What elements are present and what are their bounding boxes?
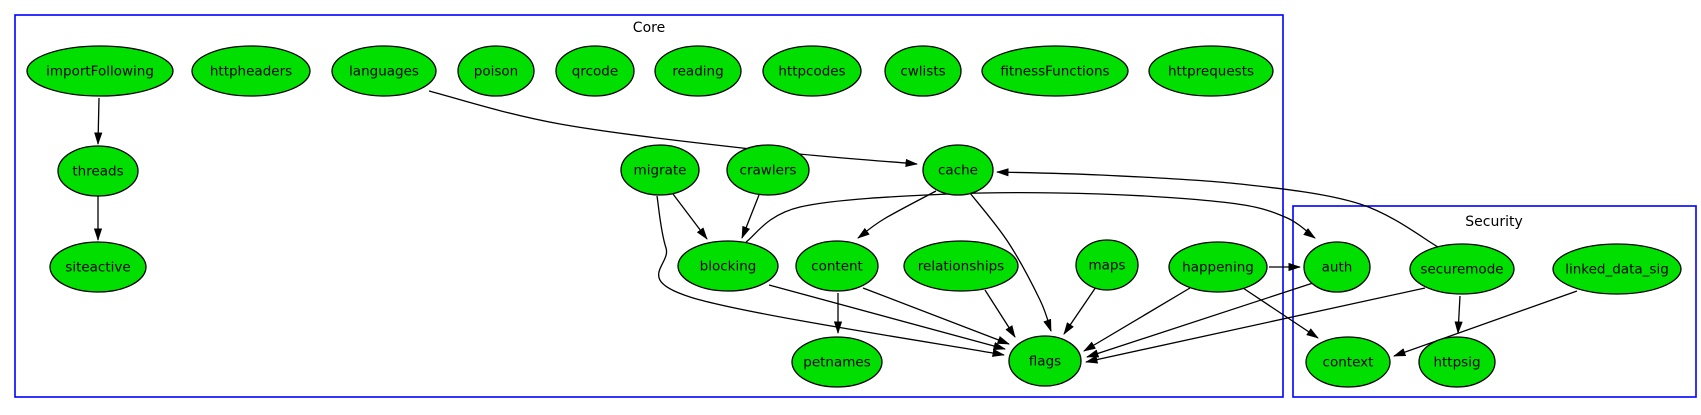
edge-cache-to-flags: [969, 192, 1052, 332]
edge-blocking-to-auth: [745, 191, 1316, 243]
node-flags: [1008, 335, 1082, 387]
node-siteactive: [49, 241, 147, 293]
node-context: [1305, 336, 1391, 388]
node-label-auth: auth: [1322, 260, 1353, 276]
node-label-reading: reading: [672, 64, 723, 80]
node-poison: [457, 45, 535, 97]
node-label-httprequests: httprequests: [1168, 64, 1254, 80]
node-label-relationships: relationships: [918, 259, 1004, 275]
node-happening: [1168, 241, 1268, 293]
node-importFollowing: [26, 45, 174, 97]
node-linked_data_sig: [1552, 243, 1682, 295]
node-securemode: [1409, 243, 1515, 295]
node-content: [795, 240, 879, 292]
node-petnames: [791, 336, 883, 388]
node-label-flags: flags: [1029, 354, 1061, 370]
node-label-cache: cache: [938, 163, 978, 179]
edge-securemode-to-cache: [996, 168, 1439, 248]
cluster-label-security: Security: [1465, 214, 1523, 230]
node-label-httpsig: httpsig: [1433, 355, 1480, 371]
node-label-cwlists: cwlists: [900, 64, 945, 80]
node-label-crawlers: crawlers: [740, 163, 797, 179]
node-label-blocking: blocking: [700, 259, 757, 275]
node-label-linked_data_sig: linked_data_sig: [1565, 262, 1669, 278]
edge-happening-to-context: [1242, 287, 1319, 339]
node-label-languages: languages: [349, 64, 419, 80]
node-label-content: content: [811, 259, 863, 275]
edge-relationships-to-flags: [984, 289, 1016, 338]
node-fitnessFunctions: [981, 45, 1129, 97]
node-httpsig: [1418, 336, 1496, 388]
edge-securemode-to-httpsig: [1454, 295, 1463, 334]
node-relationships: [903, 240, 1019, 292]
edge-auth-to-flags: [1086, 282, 1314, 358]
edge-importFollowing-to-threads: [94, 97, 103, 145]
node-label-fitnessFunctions: fitnessFunctions: [1000, 64, 1109, 80]
node-languages: [331, 45, 437, 97]
node-label-migrate: migrate: [634, 163, 687, 179]
node-cwlists: [884, 45, 962, 97]
node-reading: [654, 45, 742, 97]
edge-languages-to-cache: [428, 90, 918, 168]
node-label-petnames: petnames: [803, 355, 871, 371]
node-label-httpcodes: httpcodes: [778, 64, 845, 80]
edge-cache-to-content: [857, 190, 937, 239]
edge-migrate-to-blocking: [672, 193, 708, 240]
cluster-label-core: Core: [633, 20, 665, 36]
node-auth: [1303, 241, 1371, 293]
node-qrcode: [555, 45, 635, 97]
edge-maps-to-flags: [1063, 286, 1097, 335]
edge-blocking-to-flags: [768, 284, 1006, 350]
node-label-maps: maps: [1088, 258, 1125, 274]
edge-linked_data_sig-to-context: [1393, 290, 1578, 357]
node-threads: [57, 145, 139, 197]
edge-migrate-to-flags: [656, 195, 1005, 357]
edge-happening-to-flags: [1083, 287, 1191, 352]
node-label-poison: poison: [474, 64, 518, 80]
node-httpheaders: [191, 45, 311, 97]
node-label-qrcode: qrcode: [572, 64, 618, 80]
cluster-box-core: [14, 14, 1284, 398]
node-httprequests: [1148, 45, 1274, 97]
node-httpcodes: [762, 45, 862, 97]
node-maps: [1075, 239, 1139, 291]
node-label-importFollowing: importFollowing: [46, 64, 154, 80]
node-migrate: [620, 144, 700, 196]
node-label-httpheaders: httpheaders: [210, 64, 292, 80]
edge-content-to-flags: [862, 287, 1010, 345]
cluster-box-security: [1292, 205, 1697, 398]
node-label-context: context: [1323, 355, 1374, 371]
node-label-securemode: securemode: [1420, 262, 1503, 278]
node-label-happening: happening: [1182, 260, 1254, 276]
node-label-threads: threads: [72, 164, 123, 180]
node-cache: [922, 144, 994, 196]
edge-securemode-to-flags: [1085, 287, 1426, 364]
node-crawlers: [726, 144, 810, 196]
node-blocking: [677, 240, 779, 292]
edge-crawlers-to-blocking: [741, 194, 760, 239]
node-label-siteactive: siteactive: [65, 260, 130, 276]
